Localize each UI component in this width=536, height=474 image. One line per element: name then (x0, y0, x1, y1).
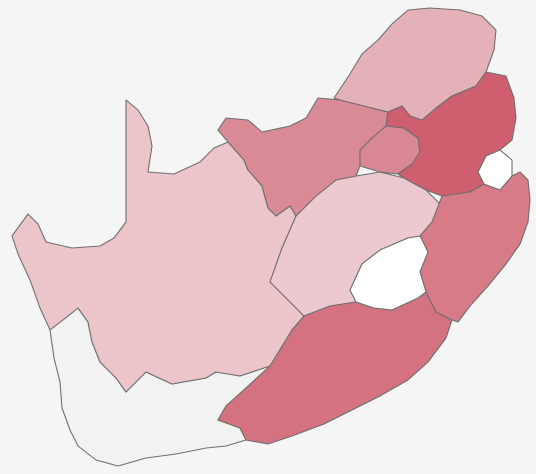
region-northern-cape[interactable] (11, 99, 305, 393)
enclave-eswatini (477, 149, 513, 191)
enclave-lesotho (349, 235, 429, 311)
